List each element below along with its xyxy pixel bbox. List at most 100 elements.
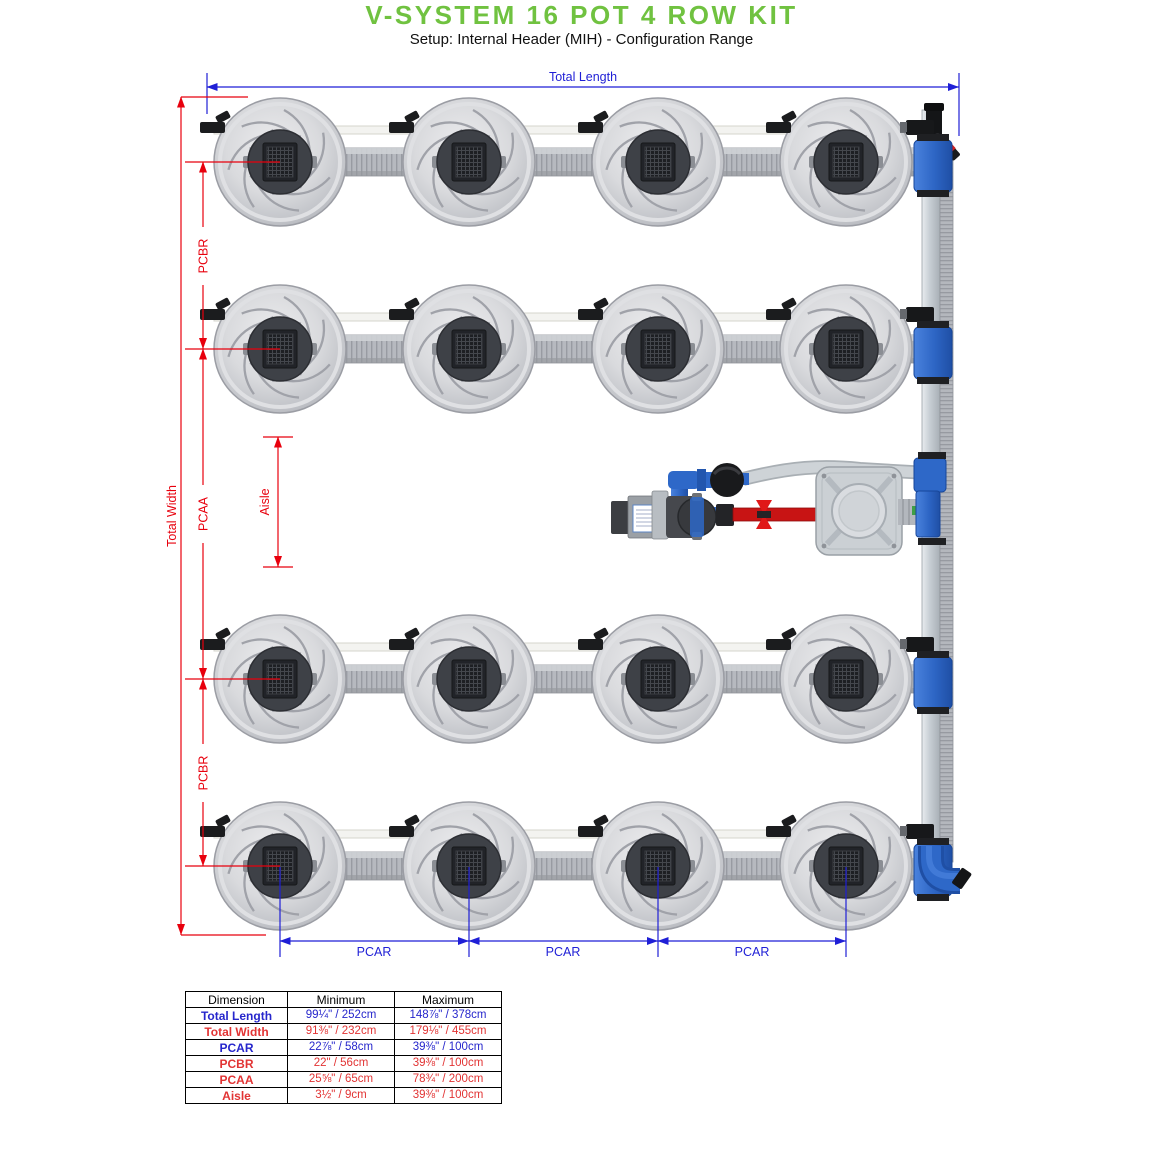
pot bbox=[778, 613, 914, 745]
dimension-value-cell: 78¾" / 200cm bbox=[394, 1071, 502, 1088]
dimension-value-cell: 179⅛" / 455cm bbox=[394, 1023, 502, 1040]
red-valve-icon bbox=[756, 500, 772, 529]
drip-fitting-barb-icon bbox=[781, 110, 797, 124]
drip-fitting-barb-icon bbox=[404, 814, 420, 828]
header-bottom-elbow bbox=[918, 846, 972, 894]
drip-fitting-icon bbox=[200, 122, 225, 133]
clamp-ring bbox=[917, 190, 949, 197]
table-header-cell: Dimension bbox=[185, 991, 288, 1008]
pipe-coupler bbox=[716, 504, 734, 526]
dimension-name-cell: Total Length bbox=[185, 1007, 288, 1024]
dimension-value-cell: 99¼" / 252cm bbox=[287, 1007, 395, 1024]
pcar-label-1: PCAR bbox=[357, 945, 392, 959]
pcar-label-3: PCAR bbox=[735, 945, 770, 959]
clamp-ring bbox=[917, 651, 949, 658]
filter-icon bbox=[708, 463, 749, 497]
drip-fitting-barb-icon bbox=[404, 110, 420, 124]
dimension-value-cell: 91⅜" / 232cm bbox=[287, 1023, 395, 1040]
drip-fitting-icon bbox=[578, 122, 603, 133]
aisle-dimension bbox=[263, 436, 293, 568]
drip-fitting-icon bbox=[578, 639, 603, 650]
drip-fitting-icon bbox=[578, 826, 603, 837]
total-width-label: Total Width bbox=[165, 485, 179, 547]
pcar-dimension bbox=[279, 867, 847, 957]
drip-fitting-icon bbox=[389, 639, 414, 650]
dimension-value-cell: 39⅜" / 100cm bbox=[394, 1087, 502, 1104]
table-header-cell: Maximum bbox=[394, 991, 502, 1008]
pot bbox=[778, 283, 914, 415]
page-subtitle: Setup: Internal Header (MIH) - Configura… bbox=[409, 31, 754, 49]
clamp-ring bbox=[917, 321, 949, 328]
dimension-name-cell: Aisle bbox=[185, 1087, 288, 1104]
clamp-ring bbox=[917, 707, 949, 714]
pcbr-bottom-label: PCBR bbox=[197, 756, 211, 791]
drip-fitting-barb-icon bbox=[593, 297, 609, 311]
header-tee-cap bbox=[900, 639, 907, 649]
pot bbox=[401, 283, 537, 415]
header-tee-cap bbox=[900, 826, 907, 836]
red-supply-pipe bbox=[732, 507, 819, 522]
page-header: V-SYSTEM 16 POT 4 ROW KIT Setup: Interna… bbox=[0, 0, 1163, 48]
pcar-label-2: PCAR bbox=[546, 945, 581, 959]
drip-fitting-icon bbox=[766, 309, 791, 320]
dimension-value-cell: 22" / 56cm bbox=[287, 1055, 395, 1072]
drip-fitting-barb-icon bbox=[215, 814, 231, 828]
blue-sleeve-fitting bbox=[913, 656, 953, 710]
pcaa-label: PCAA bbox=[197, 496, 211, 531]
drip-fitting-barb-icon bbox=[593, 814, 609, 828]
header-tee-cap bbox=[900, 122, 907, 132]
drip-fitting-barb-icon bbox=[781, 814, 797, 828]
header-tee-icon bbox=[906, 120, 934, 135]
total-length-dimension bbox=[206, 73, 960, 136]
drip-fitting-barb-icon bbox=[215, 627, 231, 641]
drip-fitting-icon bbox=[200, 639, 225, 650]
total-width-dimension bbox=[177, 96, 266, 936]
blue-sleeve-fitting bbox=[913, 326, 953, 380]
dimension-name-cell: Total Width bbox=[185, 1023, 288, 1040]
drip-fitting-barb-icon bbox=[404, 627, 420, 641]
dimension-value-cell: 25⅝" / 65cm bbox=[287, 1071, 395, 1088]
total-length-label: Total Length bbox=[549, 70, 617, 84]
dimension-value-cell: 39⅜" / 100cm bbox=[394, 1055, 502, 1072]
drip-fitting-barb-icon bbox=[781, 627, 797, 641]
drip-fitting-icon bbox=[766, 826, 791, 837]
dimension-name-cell: PCAR bbox=[185, 1039, 288, 1056]
clamp-ring bbox=[917, 134, 949, 141]
table-header-cell: Minimum bbox=[287, 991, 395, 1008]
drip-fitting-barb-icon bbox=[215, 297, 231, 311]
drip-fitting-barb-icon bbox=[215, 110, 231, 124]
pot bbox=[590, 613, 726, 745]
pot bbox=[401, 96, 537, 228]
drip-fitting-barb-icon bbox=[781, 297, 797, 311]
dimension-value-cell: 39⅜" / 100cm bbox=[394, 1039, 502, 1056]
dimension-name-cell: PCBR bbox=[185, 1055, 288, 1072]
clamp-ring bbox=[917, 894, 949, 901]
pot bbox=[401, 613, 537, 745]
dimension-value-cell: 22⅞" / 58cm bbox=[287, 1039, 395, 1056]
pot bbox=[778, 96, 914, 228]
dimension-value-cell: 3½" / 9cm bbox=[287, 1087, 395, 1104]
drip-fitting-icon bbox=[200, 826, 225, 837]
header-tee-icon bbox=[906, 307, 934, 322]
aisle-label: Aisle bbox=[258, 488, 272, 515]
drip-fitting-icon bbox=[766, 639, 791, 650]
pcbr-top-label: PCBR bbox=[197, 239, 211, 274]
drip-fitting-icon bbox=[389, 309, 414, 320]
header-tee-icon bbox=[906, 637, 934, 652]
header-tee-icon bbox=[906, 824, 934, 839]
pump-assembly bbox=[611, 452, 947, 556]
page-title: V-SYSTEM 16 POT 4 ROW KIT bbox=[365, 0, 798, 30]
pot bbox=[590, 96, 726, 228]
dimension-annotations: Total Length Total Width PCBR PCAA PCBR … bbox=[165, 70, 960, 959]
drip-fitting-icon bbox=[766, 122, 791, 133]
header-tee-cap bbox=[900, 309, 907, 319]
drip-fitting-barb-icon bbox=[593, 627, 609, 641]
drip-fitting-barb-icon bbox=[404, 297, 420, 311]
drip-fitting-barb-icon bbox=[593, 110, 609, 124]
